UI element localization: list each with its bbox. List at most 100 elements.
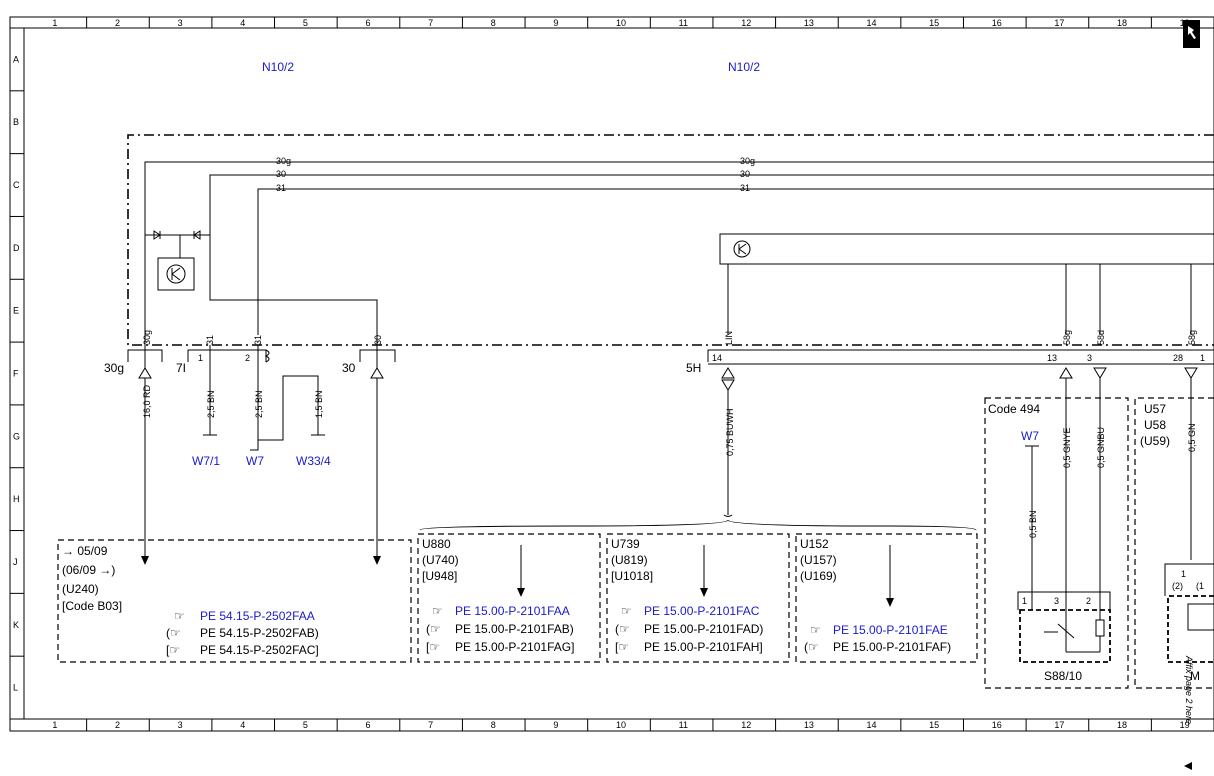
grid-row-label: G	[13, 431, 20, 441]
box3-ref1[interactable]: PE 15.00-P-2101FAC	[644, 604, 760, 618]
grid-column-label: 1	[52, 18, 57, 28]
hand-icon: (☞	[615, 622, 630, 636]
pin-30: 30	[373, 335, 383, 345]
box2-ref3[interactable]: PE 15.00-P-2101FAG]	[455, 640, 574, 654]
s88-pin3: 3	[1054, 596, 1059, 606]
grid-column-label: 2	[115, 720, 120, 730]
pin-58g-b: 58g	[1187, 330, 1197, 345]
module-boundary	[127, 134, 1214, 346]
box1-ref1[interactable]: PE 54.15-P-2502FAA	[200, 609, 315, 623]
grid-column-label: 7	[428, 18, 433, 28]
box3-line2: (U819)	[611, 553, 648, 567]
grid-column-label: 2	[115, 18, 120, 28]
connector-5h: 5H	[686, 361, 701, 375]
box1-ref2[interactable]: PE 54.15-P-2502FAB)	[200, 626, 319, 640]
grid-column-label: 10	[616, 720, 626, 730]
connector-7i-pin2: 2	[245, 353, 250, 363]
plug-symbols	[138, 367, 1198, 391]
bus-label-30-left: 30	[276, 169, 286, 179]
grid-column-label: 16	[992, 18, 1002, 28]
box2-line3: [U948]	[422, 569, 457, 583]
grid-column-label: 9	[553, 18, 558, 28]
u57-label: U57	[1144, 402, 1166, 416]
ground-w7-b: W7	[1021, 429, 1039, 443]
pin-58d: 58d	[1096, 330, 1106, 345]
pin-58g-a: 58g	[1062, 330, 1072, 345]
box2-ref2[interactable]: PE 15.00-P-2101FAB)	[455, 622, 574, 636]
box3-ref3[interactable]: PE 15.00-P-2101FAH]	[644, 640, 763, 654]
code-494-title: Code 494	[988, 402, 1040, 416]
box3-ref2[interactable]: PE 15.00-P-2101FAD)	[644, 622, 763, 636]
box4-ref2[interactable]: PE 15.00-P-2101FAF)	[833, 640, 951, 654]
grid-row-label: J	[13, 557, 18, 567]
reference-box-2: U880 (U740) [U948] ☞ PE 15.00-P-2101FAA …	[417, 533, 601, 663]
connector-30: 30	[342, 361, 356, 375]
grid-column-label: 13	[804, 18, 814, 28]
s88-pin1: 1	[1022, 596, 1027, 606]
pointer-icon	[1183, 20, 1200, 48]
hand-icon: ☞	[432, 604, 443, 618]
grid-column-label: 11	[679, 18, 688, 28]
box3-line3: [U1018]	[611, 569, 653, 583]
grid-column-label: 18	[1117, 720, 1127, 730]
box1-line3: (U240)	[62, 582, 99, 596]
affix-note: Affix page 2 here	[1184, 655, 1194, 724]
internal-buses: 30g 30 31 30g 30 31	[144, 156, 1214, 335]
pin-31-a: 31	[205, 335, 215, 345]
grid-column-label: 3	[178, 720, 183, 730]
grid-column-label: 17	[1054, 18, 1064, 28]
grid-column-label: 6	[365, 18, 370, 28]
hand-icon: (☞	[166, 626, 181, 640]
grid-column-label: 3	[178, 18, 183, 28]
connector-7i-pin1: 1	[198, 353, 203, 363]
lin-interface-box	[719, 233, 1214, 335]
grid-row-label: H	[13, 494, 20, 504]
box4-ref1[interactable]: PE 15.00-P-2101FAE	[833, 623, 948, 637]
grid-row-label: K	[13, 620, 19, 630]
grid-column-label: 15	[929, 18, 939, 28]
hand-icon: [☞	[615, 640, 629, 654]
connector-7i: 7I	[176, 361, 186, 375]
u59-label: (U59)	[1140, 434, 1170, 448]
box2-line1: U880	[422, 537, 451, 551]
diode-transistor-block	[145, 230, 378, 335]
wire-0-5-gnye: 0,5 GNYE	[1062, 427, 1072, 468]
connector-5h-pin14: 14	[712, 353, 722, 363]
grid-row-label: L	[13, 683, 18, 693]
grid-row-label: B	[13, 117, 19, 127]
grid-row-label: C	[13, 180, 20, 190]
grid-column-label: 4	[240, 18, 245, 28]
motor-m-label: M	[1190, 669, 1200, 683]
hand-icon: [☞	[426, 640, 440, 654]
grid-column-label: 8	[491, 18, 496, 28]
grid-column-label: 16	[992, 720, 1002, 730]
box1-ref3[interactable]: PE 54.15-P-2502FAC]	[200, 643, 319, 657]
box3-line1: U739	[611, 537, 640, 551]
connector-pin3: 3	[1087, 353, 1092, 363]
u57-group: U57 U58 (U59) 1 (2) (1 M	[1134, 397, 1214, 689]
ground-w33-4: W33/4	[296, 454, 331, 468]
box4-line2: (U157)	[800, 553, 837, 567]
module-label-right: N10/2	[728, 60, 760, 74]
wire-1-5-bn: 1,5 BN	[314, 390, 324, 418]
box4-line3: (U169)	[800, 569, 837, 583]
pin-30g: 30g	[142, 330, 152, 345]
wire-2-5-bn-b: 2,5 BN	[254, 390, 264, 418]
grid-row-label: D	[13, 243, 20, 253]
module-label-left: N10/2	[262, 60, 294, 74]
grid-column-label: 12	[741, 18, 751, 28]
pin-31-b: 31	[253, 335, 263, 345]
wire-16-rd: 16,0 RD	[142, 384, 152, 418]
box2-ref1[interactable]: PE 15.00-P-2101FAA	[455, 604, 570, 618]
hand-icon: (☞	[804, 640, 819, 654]
u57-pin3: (1	[1196, 581, 1204, 591]
grid-column-label: 19	[1180, 720, 1190, 730]
bus-label-30g-left: 30g	[276, 156, 291, 166]
reference-box-4: U152 (U157) (U169) ☞ PE 15.00-P-2101FAE …	[795, 533, 978, 663]
box1-line4: [Code B03]	[62, 599, 122, 613]
bus-label-30-right: 30	[740, 169, 750, 179]
grid-column-label: 7	[428, 720, 433, 730]
grid-column-label: 5	[303, 720, 308, 730]
wire-labels: 16,0 RD 2,5 BN 2,5 BN 1,5 BN 0,75 BUWH 0…	[142, 384, 1197, 538]
